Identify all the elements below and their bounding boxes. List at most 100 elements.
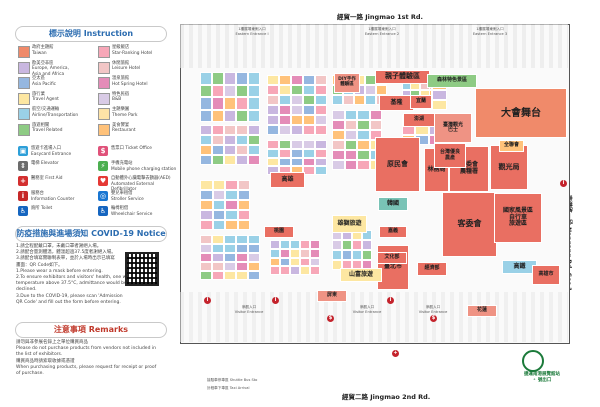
booth-cell[interactable]	[291, 148, 303, 158]
booth-cell[interactable]	[224, 145, 236, 155]
booth-cell[interactable]	[332, 160, 345, 170]
booth-cell[interactable]	[212, 155, 224, 165]
booth-cell[interactable]	[248, 145, 260, 155]
booth-cell[interactable]	[344, 140, 357, 150]
booth-cell[interactable]	[224, 271, 236, 280]
booth-cell[interactable]	[291, 85, 303, 95]
booth-cell[interactable]	[357, 130, 370, 140]
booth-cell[interactable]	[332, 110, 345, 120]
booth-cell[interactable]	[248, 135, 260, 145]
booth-cell[interactable]	[365, 85, 376, 95]
ticket-office-icon[interactable]: $	[327, 315, 334, 322]
hall-booth[interactable]: 森林特色景區	[427, 74, 477, 88]
booth-cell[interactable]	[303, 85, 315, 95]
booth-cell[interactable]	[224, 253, 236, 262]
hall-booth[interactable]: 客委會	[442, 192, 497, 257]
booth-cell[interactable]	[248, 235, 260, 244]
booth-cell[interactable]	[212, 135, 224, 145]
booth-cell[interactable]	[291, 157, 303, 167]
booth-cell[interactable]	[225, 200, 238, 210]
hall-booth[interactable]: 大會舞台	[475, 88, 567, 138]
booth-cell[interactable]	[236, 235, 248, 244]
booth-cell[interactable]	[248, 244, 260, 253]
booth-cell[interactable]	[303, 125, 315, 135]
booth-cell[interactable]	[300, 248, 310, 258]
booth-cell[interactable]	[248, 109, 260, 122]
booth-cell[interactable]	[315, 140, 327, 149]
booth-cell[interactable]	[212, 84, 224, 97]
booth-cell[interactable]	[248, 262, 260, 271]
booth-cell[interactable]	[354, 95, 365, 105]
booth-cell[interactable]	[310, 248, 320, 258]
booth-cell[interactable]	[212, 262, 224, 271]
booth-cell[interactable]	[236, 72, 248, 85]
booth-cell[interactable]	[365, 95, 376, 105]
booth-cell[interactable]	[432, 100, 447, 110]
booth-cell[interactable]	[279, 75, 291, 85]
booth-cell[interactable]	[212, 109, 224, 122]
booth-cell[interactable]	[236, 253, 248, 262]
booth-cell[interactable]	[279, 115, 291, 125]
booth-cell[interactable]	[270, 266, 280, 275]
booth-cell[interactable]	[267, 95, 279, 105]
hall-booth[interactable]: 全聯會	[499, 140, 524, 152]
booth-cell[interactable]	[200, 200, 213, 210]
booth-cell[interactable]	[200, 235, 212, 244]
booth-cell[interactable]	[332, 130, 345, 140]
booth-cell[interactable]	[224, 109, 236, 122]
booth-cell[interactable]	[267, 140, 279, 149]
booth-cell[interactable]	[212, 145, 224, 155]
booth-cell[interactable]	[212, 220, 225, 230]
booth-cell[interactable]	[332, 240, 342, 250]
booth-cell[interactable]	[342, 240, 352, 250]
booth-cell[interactable]	[212, 253, 224, 262]
hall-booth[interactable]: 屏東	[317, 290, 347, 302]
booth-cell[interactable]	[357, 140, 370, 150]
booth-cell[interactable]	[236, 125, 248, 135]
booth-cell[interactable]	[332, 260, 342, 270]
booth-cell[interactable]	[332, 120, 345, 130]
booth-cell[interactable]	[270, 257, 280, 267]
booth-cell[interactable]	[224, 72, 236, 85]
booth-cell[interactable]	[357, 150, 370, 160]
hall-booth[interactable]: 山富旅遊	[340, 268, 382, 282]
booth-cell[interactable]	[236, 109, 248, 122]
booth-cell[interactable]	[224, 135, 236, 145]
booth-cell[interactable]	[303, 140, 315, 149]
booth-cell[interactable]	[212, 180, 225, 190]
booth-cell[interactable]	[344, 110, 357, 120]
booth-cell[interactable]	[200, 244, 212, 253]
booth-cell[interactable]	[343, 95, 354, 105]
booth-cell[interactable]	[200, 145, 212, 155]
booth-cell[interactable]	[310, 240, 320, 249]
booth-cell[interactable]	[236, 155, 248, 165]
hall-booth[interactable]: 韓國	[378, 197, 408, 211]
booth-cell[interactable]	[291, 95, 303, 105]
booth-cell[interactable]	[315, 75, 327, 85]
booth-cell[interactable]	[212, 271, 224, 280]
booth-cell[interactable]	[212, 244, 224, 253]
booth-cell[interactable]	[303, 105, 315, 115]
hall-booth[interactable]: 桃園	[264, 226, 294, 238]
booth-cell[interactable]	[290, 240, 300, 249]
booth-cell[interactable]	[303, 75, 315, 85]
booth-cell[interactable]	[280, 257, 290, 267]
hall-booth[interactable]: 文化部	[377, 252, 407, 264]
booth-cell[interactable]	[200, 180, 213, 190]
booth-cell[interactable]	[200, 72, 212, 85]
booth-cell[interactable]	[290, 248, 300, 258]
booth-cell[interactable]	[279, 157, 291, 167]
booth-cell[interactable]	[212, 200, 225, 210]
booth-cell[interactable]	[212, 235, 224, 244]
booth-cell[interactable]	[212, 190, 225, 200]
booth-cell[interactable]	[291, 115, 303, 125]
booth-cell[interactable]	[300, 257, 310, 267]
booth-cell[interactable]	[362, 250, 372, 260]
booth-cell[interactable]	[279, 105, 291, 115]
booth-cell[interactable]	[280, 240, 290, 249]
booth-cell[interactable]	[200, 271, 212, 280]
booth-cell[interactable]	[236, 262, 248, 271]
booth-cell[interactable]	[280, 266, 290, 275]
ticket-office-icon[interactable]: $	[430, 315, 437, 322]
hall-booth[interactable]: 高雄	[270, 172, 305, 188]
